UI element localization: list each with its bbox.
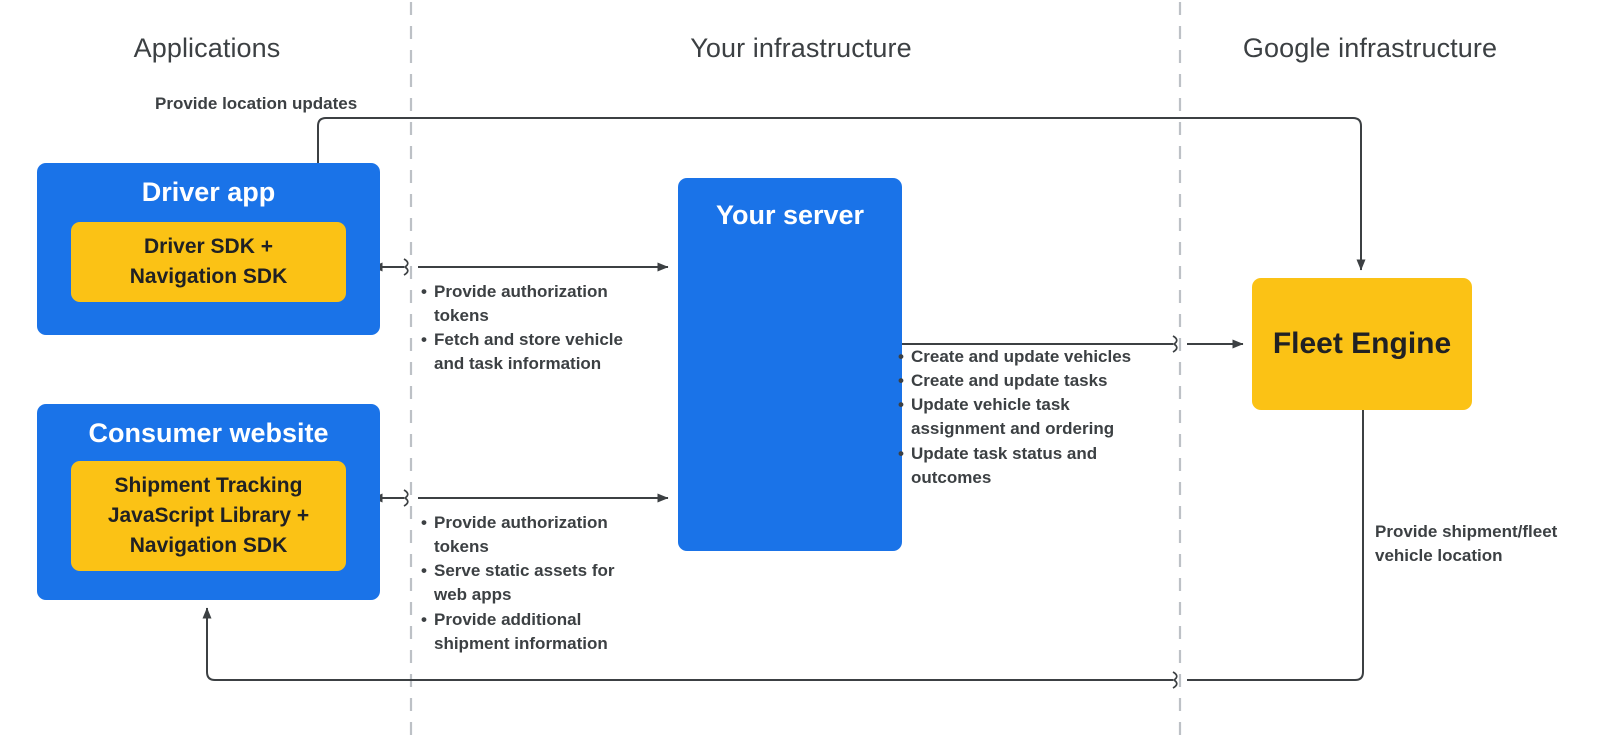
label-provide-location-updates: Provide location updates [155,94,358,113]
wire-driver-app-to-server [382,259,668,275]
driver-sdk-box[interactable]: Driver SDK + Navigation SDK [71,222,346,303]
notes-consumer-to-server: Provide authorization tokens Serve stati… [421,511,641,656]
notes-driver-to-server: Provide authorization tokens Fetch and s… [421,280,651,377]
your-server-title: Your server [715,200,865,230]
label-provide-shipment-fleet-vehicle-location: Provide shipment/fleet vehicle location [1375,522,1558,566]
notes-driver-to-server-list: Provide authorization tokens Fetch and s… [421,280,651,377]
list-item: Update vehicle task assignment and order… [898,393,1158,441]
wire-server-to-fleet-engine [902,336,1243,352]
fleet-engine-box[interactable]: Fleet Engine [1252,278,1472,410]
list-item: Serve static assets for web apps [421,559,641,607]
list-item: Provide authorization tokens [421,280,651,328]
consumer-website-box[interactable]: Consumer website Shipment Tracking JavaS… [37,404,380,600]
your-server-box[interactable]: Your server [678,178,902,551]
list-item: Create and update vehicles [898,345,1158,369]
shipment-tracking-sdk-label: Shipment Tracking JavaScript Library + N… [107,474,310,557]
shipment-tracking-sdk-box[interactable]: Shipment Tracking JavaScript Library + N… [71,461,346,572]
list-item: Provide additional shipment information [421,608,641,656]
column-header-your-infrastructure: Your infrastructure [690,33,912,63]
notes-consumer-to-server-list: Provide authorization tokens Serve stati… [421,511,641,656]
list-item: Fetch and store vehicle and task informa… [421,328,651,376]
driver-app-title: Driver app [141,177,276,207]
driver-app-box[interactable]: Driver app Driver SDK + Navigation SDK [37,163,380,335]
driver-sdk-label: Driver SDK + Navigation SDK [129,235,288,289]
notes-server-to-fleet-engine-list: Create and update vehicles Create and up… [898,345,1158,490]
wire-fleet-engine-to-consumer-website [207,410,1364,689]
notes-server-to-fleet-engine: Create and update vehicles Create and up… [898,345,1158,490]
column-header-google-infrastructure: Google infrastructure [1242,33,1498,63]
list-item: Provide authorization tokens [421,511,641,559]
list-item: Update task status and outcomes [898,442,1158,490]
consumer-website-title: Consumer website [88,418,329,448]
column-header-applications: Applications [133,33,281,63]
wire-consumer-website-to-server [382,490,668,506]
list-item: Create and update tasks [898,369,1158,393]
wire-driver-to-fleet-engine [317,117,1366,271]
fleet-engine-title: Fleet Engine [1272,327,1452,360]
